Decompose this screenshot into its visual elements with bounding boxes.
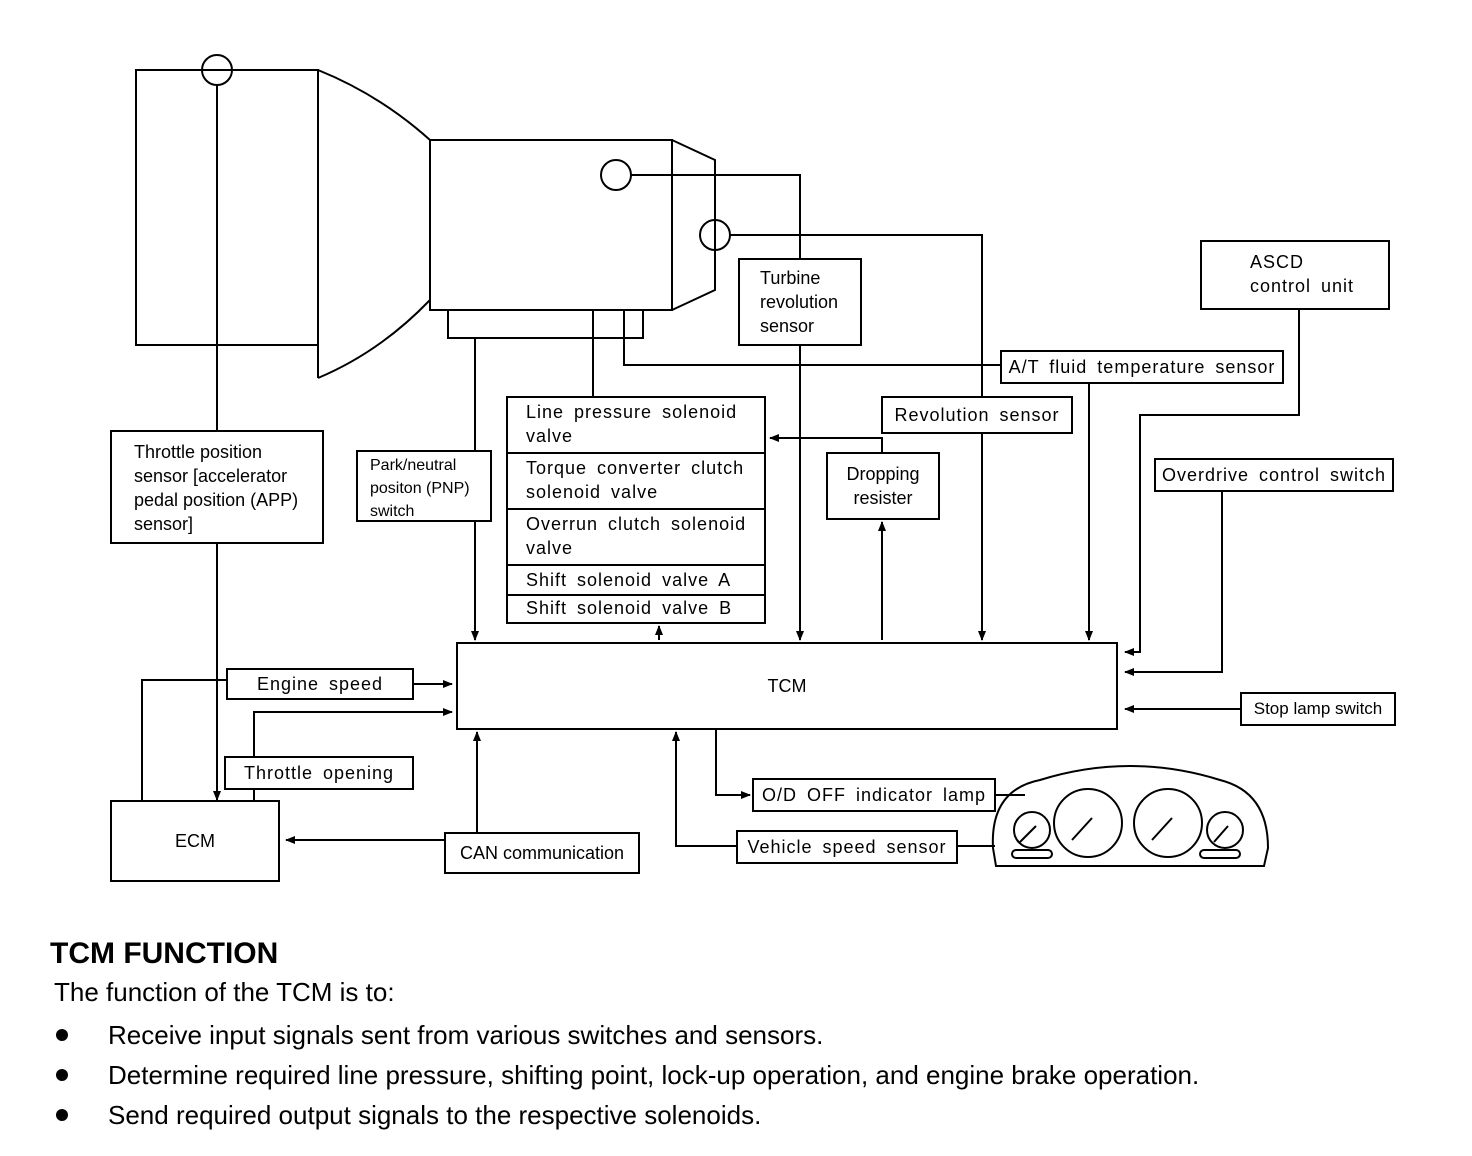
- throttle-position-sensor-box: Throttle position sensor [accelerator pe…: [110, 430, 324, 544]
- transmission-drawing: [429, 139, 673, 311]
- function-list: Receive input signals sent from various …: [50, 1015, 1430, 1135]
- solenoid-overrun-clutch: Overrun clutch solenoid valve: [508, 510, 764, 566]
- ecm-box: ECM: [110, 800, 280, 882]
- section-title: TCM FUNCTION: [50, 937, 279, 970]
- can-communication-box: CAN communication: [444, 832, 640, 874]
- list-item: Receive input signals sent from various …: [50, 1015, 1430, 1055]
- overdrive-control-switch-box: Overdrive control switch: [1154, 458, 1394, 492]
- engine-drawing: [135, 69, 319, 346]
- pnp-switch-box: Park/neutral positon (PNP) switch: [356, 450, 492, 522]
- instrument-cluster-drawing: [991, 765, 1270, 867]
- dropping-resister-box: Dropping resister: [826, 452, 940, 520]
- bullet-icon: [56, 1029, 68, 1041]
- revolution-sensor-box: Revolution sensor: [881, 396, 1073, 434]
- solenoid-shift-a: Shift solenoid valve A: [508, 566, 764, 596]
- vehicle-speed-sensor-box: Vehicle speed sensor: [736, 830, 958, 864]
- engine-speed-box: Engine speed: [226, 668, 414, 700]
- wiring-lines: [135, 54, 1300, 867]
- section-intro: The function of the TCM is to:: [54, 977, 395, 1007]
- solenoid-shift-b: Shift solenoid valve B: [526, 598, 733, 618]
- bullet-icon: [56, 1109, 68, 1121]
- throttle-opening-box: Throttle opening: [224, 756, 414, 790]
- od-off-indicator-lamp-box: O/D OFF indicator lamp: [752, 778, 996, 812]
- turbine-revolution-sensor-box: Turbine revolution sensor: [738, 258, 862, 346]
- solenoid-line-pressure: Line pressure solenoid valve: [508, 398, 764, 454]
- tcm-function-section: TCM FUNCTION The function of the TCM is …: [50, 935, 1430, 1135]
- bullet-icon: [56, 1069, 68, 1081]
- stop-lamp-switch-box: Stop lamp switch: [1240, 692, 1396, 726]
- list-item: Send required output signals to the resp…: [50, 1095, 1430, 1135]
- list-item: Determine required line pressure, shifti…: [50, 1055, 1430, 1095]
- tcm-box: TCM: [456, 642, 1118, 730]
- solenoid-valves-box: Line pressure solenoid valve Torque conv…: [506, 396, 766, 624]
- solenoid-torque-converter-clutch: Torque converter clutch solenoid valve: [508, 454, 764, 510]
- ascd-control-unit-box: ASCD control unit: [1200, 240, 1390, 310]
- at-fluid-temperature-sensor-box: A/T fluid temperature sensor: [1000, 350, 1284, 384]
- tcm-block-diagram: Turbine revolution sensor ASCD control u…: [110, 54, 1396, 882]
